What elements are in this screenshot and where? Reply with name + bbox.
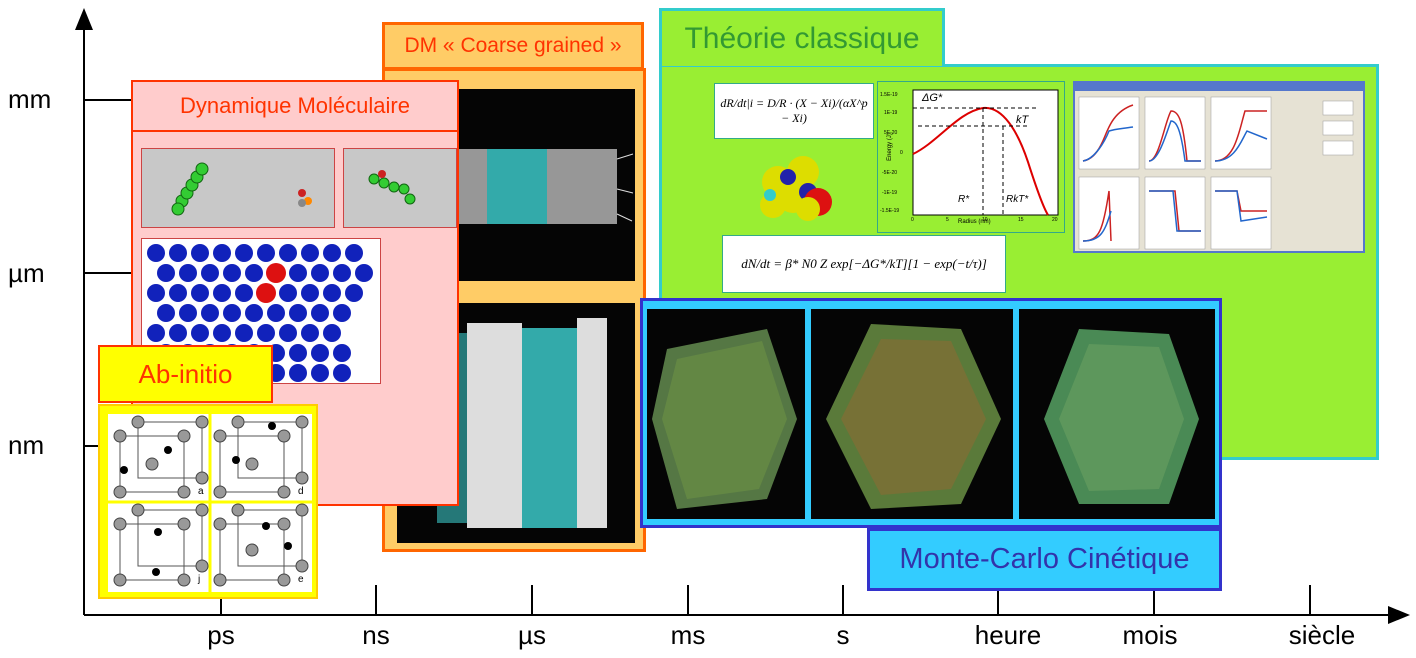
dynamique-moleculaire-panel <box>131 130 459 506</box>
kt-label: kT <box>1016 114 1029 126</box>
r-star-label: R* <box>958 194 970 205</box>
plot-x-tick: 0 <box>911 217 914 223</box>
dynamique-moleculaire-tab: Dynamique Moléculaire <box>131 80 459 132</box>
dislocation-image-2 <box>343 148 457 228</box>
theorie-classique-panel: dR/dt|i = D/R · (X − Xi)/(αX^p − Xi) ΔG*… <box>659 64 1379 460</box>
plot-x-tick: 10 <box>982 217 988 223</box>
nucleation-equation-text: dN/dt = β* N0 Z exp[−ΔG*/kT][1 − exp(−t/… <box>741 256 987 271</box>
plot-y-tick: -5E-20 <box>882 170 898 176</box>
energy-plot: ΔG* kT R* RkT* Radius (nm) Energy (J) 1.… <box>877 81 1065 233</box>
crystal-label: d <box>298 486 304 497</box>
theorie-classique-tab: Théorie classique <box>659 8 945 66</box>
rkt-star-label: RkT* <box>1006 194 1029 205</box>
kmc-cluster-image-1 <box>647 309 805 519</box>
atomic-lattice-image <box>141 238 381 384</box>
plot-y-tick: 5E-20 <box>884 130 898 136</box>
y-tick-label: nm <box>8 430 45 460</box>
x-tick-label: heure <box>974 620 1042 650</box>
plot-y-tick: 1E-19 <box>884 110 898 116</box>
plot-y-tick: -1E-19 <box>882 190 898 196</box>
x-tick-label: µs <box>518 620 546 650</box>
delta-g-label: ΔG* <box>922 92 943 104</box>
x-tick-label: s <box>836 620 850 650</box>
x-tick-label: mois <box>1122 620 1178 650</box>
monte-carlo-panel <box>640 298 1222 528</box>
plot-y-tick: 0 <box>900 150 903 156</box>
x-tick-label: ms <box>670 620 706 650</box>
ab-initio-tab: Ab-initio <box>98 345 273 403</box>
crystal-label: e <box>298 574 304 585</box>
plot-x-tick: 15 <box>1018 217 1024 223</box>
x-tick-label: ps <box>207 620 235 650</box>
growth-equation-text: dR/dt|i = D/R · (X − Xi)/(αX^p − Xi) <box>720 96 868 125</box>
plot-y-tick: 1.5E-19 <box>880 92 898 98</box>
plot-x-tick: 5 <box>946 217 949 223</box>
software-window-screenshot <box>1073 81 1365 253</box>
ab-initio-panel: a d j e <box>98 404 318 599</box>
y-tick-label: µm <box>8 258 45 288</box>
crystal-cells-image: a d j e <box>108 414 312 592</box>
y-tick-label: mm <box>8 84 52 114</box>
monte-carlo-tab: Monte-Carlo Cinétique <box>867 528 1222 591</box>
atom-cluster-image <box>760 156 832 221</box>
nucleation-equation: dN/dt = β* N0 Z exp[−ΔG*/kT][1 − exp(−t/… <box>722 235 1006 293</box>
plot-ylabel: Energy (J) <box>886 133 893 161</box>
growth-equation: dR/dt|i = D/R · (X − Xi)/(αX^p − Xi) <box>714 83 874 139</box>
plot-xlabel: Radius (nm) <box>958 219 991 225</box>
x-tick-label: siècle <box>1288 620 1356 650</box>
crystal-label: j <box>198 574 201 585</box>
plot-x-tick: 20 <box>1052 217 1058 223</box>
kmc-cluster-image-2 <box>811 309 1013 519</box>
x-tick-label: ns <box>362 620 390 650</box>
dislocation-image-1 <box>141 148 335 228</box>
crystal-label: a <box>198 486 204 497</box>
kmc-cluster-image-3 <box>1019 309 1215 519</box>
plot-y-tick: -1.5E-19 <box>880 208 900 214</box>
coarse-grained-tab: DM « Coarse grained » <box>382 22 644 70</box>
